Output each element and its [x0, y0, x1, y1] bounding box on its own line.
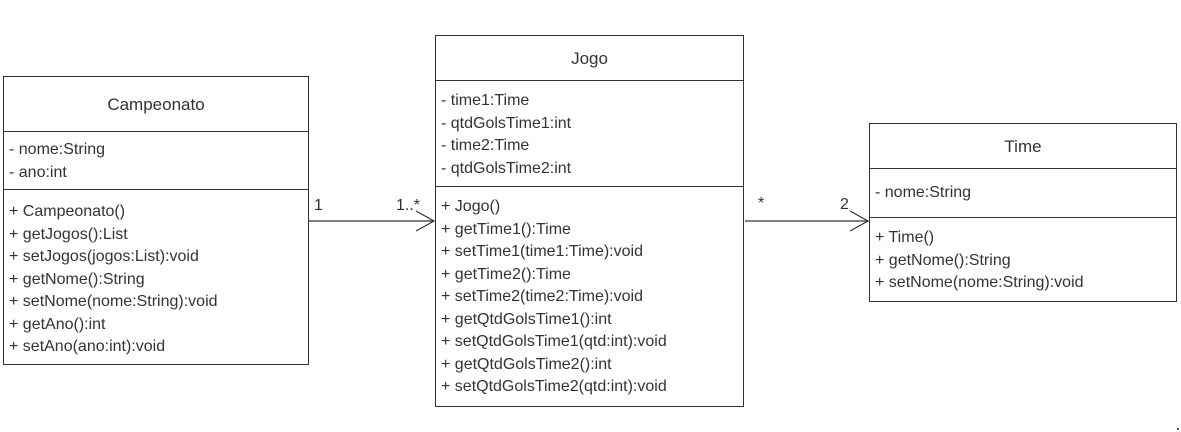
method: + Campeonato()	[9, 203, 126, 220]
attribute: - ano:int	[9, 163, 67, 181]
class-name: Campeonato	[4, 77, 308, 132]
method: + setAno(ano:int):void	[9, 338, 166, 355]
corner-dot	[1177, 428, 1179, 430]
attribute: - nome:String	[875, 184, 972, 201]
method: + Time()	[875, 229, 935, 246]
class-jogo: Jogo - time1:Time - qtdGolsTime1:int - t…	[435, 35, 744, 407]
class-name: Jogo	[436, 36, 743, 81]
multiplicity-jogo-source: *	[758, 195, 765, 212]
attribute: - time2:Time	[441, 137, 530, 154]
multiplicity-jogo-target: 1..*	[396, 197, 421, 214]
attributes-section: - nome:String - ano:int	[4, 132, 308, 190]
method: + setNome(nome:String):void	[875, 274, 1084, 291]
method: + getJogos():List	[9, 225, 128, 243]
method: + getNome():String	[9, 270, 145, 288]
method: + setTime2(time2:Time):void	[441, 288, 643, 305]
attributes-section: - nome:String	[870, 169, 1176, 218]
attribute: - nome:String	[9, 141, 106, 158]
multiplicity-campeonato-source: 1	[314, 197, 323, 214]
class-campeonato: Campeonato - nome:String - ano:int + Cam…	[3, 76, 309, 365]
attribute: - time1:Time	[441, 92, 530, 109]
method: + getTime2():Time	[441, 265, 571, 283]
method: + getNome():String	[875, 251, 1011, 269]
method: + getQtdGolsTime2():int	[441, 355, 612, 373]
method: + setJogos(jogos:List):void	[9, 248, 199, 265]
method: + getQtdGolsTime1():int	[441, 310, 612, 328]
method: + getTime1():Time	[441, 220, 571, 238]
attributes-section: - time1:Time - qtdGolsTime1:int - time2:…	[436, 81, 743, 187]
attribute: - qtdGolsTime1:int	[441, 114, 572, 132]
method: + setTime1(time1:Time):void	[441, 243, 643, 260]
method: + setNome(nome:String):void	[9, 293, 218, 310]
methods-section: + Time() + getNome():String + setNome(no…	[870, 218, 1176, 295]
attribute: - qtdGolsTime2:int	[441, 159, 572, 177]
multiplicity-time-target: 2	[840, 196, 849, 213]
class-time: Time - nome:String + Time() + getNome():…	[869, 123, 1177, 302]
open-arrowhead-campeonato-jogo	[415, 210, 436, 232]
method: + getAno():int	[9, 315, 106, 333]
methods-section: + Campeonato() + getJogos():List + setJo…	[4, 190, 308, 359]
methods-section: + Jogo() + getTime1():Time + setTime1(ti…	[436, 187, 743, 399]
method: + Jogo()	[441, 198, 501, 215]
class-name: Time	[870, 124, 1176, 169]
method: + setQtdGolsTime1(qtd:int):void	[441, 333, 667, 350]
method: + setQtdGolsTime2(qtd:int):void	[441, 378, 667, 395]
open-arrowhead-jogo-time	[849, 210, 870, 232]
